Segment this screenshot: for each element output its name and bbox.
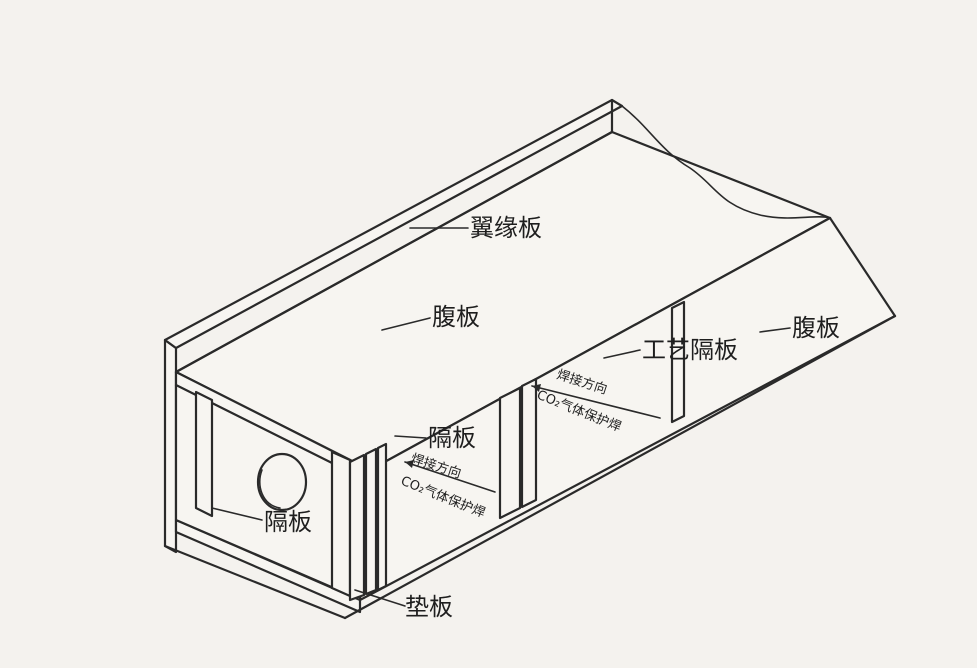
leader-process-diaphragm bbox=[603, 349, 641, 359]
label-diaphragm-end: 隔板 bbox=[264, 508, 312, 536]
weld-arrow-2 bbox=[531, 385, 661, 419]
label-diaphragm-middle: 隔板 bbox=[428, 424, 476, 452]
access-hole-depth bbox=[258, 469, 281, 509]
left-web-plate bbox=[163, 338, 178, 554]
flange-edge-line bbox=[175, 105, 623, 349]
process-diaphragm-panel bbox=[670, 300, 686, 424]
label-web-plate-right: 腹板 bbox=[792, 314, 840, 342]
backing-plate-strip-1 bbox=[348, 453, 366, 602]
leader-backing-plate bbox=[354, 589, 406, 607]
backing-plate-strip-2 bbox=[364, 447, 378, 596]
label-process-diaphragm: 工艺隔板 bbox=[642, 336, 738, 364]
label-web-plate-top: 腹板 bbox=[432, 303, 480, 331]
leader-diaphragm-middle bbox=[394, 435, 427, 439]
leader-web-top bbox=[381, 317, 431, 331]
leader-web-right bbox=[759, 327, 791, 333]
weld-arrow-1-head bbox=[405, 460, 414, 468]
middle-diaphragm-rib bbox=[520, 377, 538, 509]
weld-arrow-1 bbox=[404, 461, 496, 493]
label-backing-plate: 垫板 bbox=[405, 593, 453, 621]
backing-plate-strip-3 bbox=[376, 442, 388, 592]
bottom-long-edge bbox=[343, 314, 897, 620]
break-line-top bbox=[621, 105, 831, 219]
web-back-edge bbox=[174, 130, 614, 374]
end-rib-left bbox=[194, 390, 214, 518]
end-rib-right bbox=[330, 450, 352, 598]
access-hole bbox=[256, 452, 308, 512]
middle-diaphragm bbox=[498, 386, 522, 520]
label-flange-plate: 翼缘板 bbox=[470, 214, 542, 242]
leader-diaphragm-end bbox=[211, 507, 263, 521]
bottom-flange-edge bbox=[163, 544, 347, 620]
weld-arrow-2-head bbox=[532, 384, 541, 392]
